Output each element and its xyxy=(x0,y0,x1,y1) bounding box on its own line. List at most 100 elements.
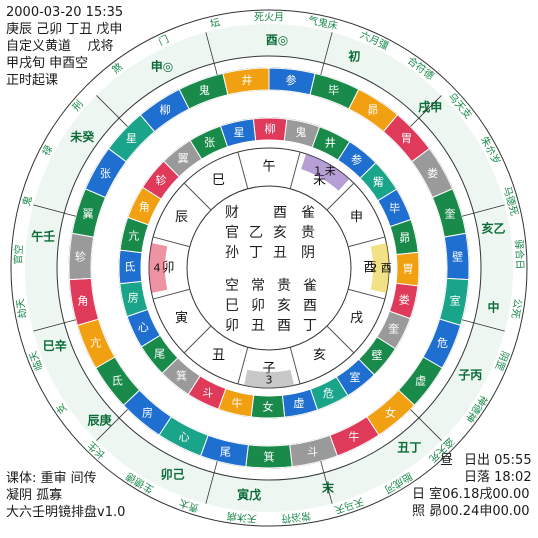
shensha: 凝阴 孤寡 xyxy=(6,488,63,503)
outer-text: 常浴符 xyxy=(281,509,312,525)
inner-segment-label: 井 xyxy=(325,136,336,150)
sike-char: 常 xyxy=(251,278,265,294)
xun: 甲戌旬 申酉空 xyxy=(6,56,89,71)
outer-segment-label: 胃 xyxy=(401,132,412,145)
inner-segment-label: 翼 xyxy=(178,152,189,165)
inner-segment-label: 张 xyxy=(204,136,215,149)
inner-segment-label: 胃 xyxy=(402,263,413,276)
sanchuan-char: 丑 xyxy=(273,245,287,261)
sanchuan-char: 雀 xyxy=(301,205,315,221)
inner-segment-label: 女 xyxy=(262,399,273,413)
footer-left: 课体: 重审 间传凝阴 孤寡大六壬明镜排盘v1.0 xyxy=(6,470,125,521)
outer-divider xyxy=(462,319,505,332)
outer-segment xyxy=(222,67,270,96)
outer-segment-label: 轸 xyxy=(75,250,86,264)
outer-divider xyxy=(33,319,76,332)
inner-branch-label: 午 xyxy=(262,160,275,175)
ring-tag: 酉◎ xyxy=(266,33,288,47)
inner-segment-label: 氐 xyxy=(125,260,136,273)
outer-segment-label: 尾 xyxy=(220,445,231,458)
inner-segment-label: 房 xyxy=(128,291,139,304)
ring-tag: 午壬 xyxy=(31,228,55,243)
sike-char: 丁 xyxy=(303,318,317,334)
sanchuan-char: 孙 xyxy=(225,245,239,261)
branch-divider xyxy=(237,151,249,189)
ring-tag: 末 xyxy=(322,480,335,495)
branch-divider xyxy=(348,236,386,248)
branch-highlight xyxy=(301,153,350,191)
outer-segment-label: 氐 xyxy=(112,374,123,387)
sanchuan-char: 官 xyxy=(225,225,239,241)
outer-segment-label: 壁 xyxy=(452,250,463,264)
inner-segment xyxy=(219,118,257,148)
inner-branch-label: 戌 xyxy=(350,311,363,326)
outer-segment-label: 井 xyxy=(242,73,253,87)
branch-highlight xyxy=(244,369,294,389)
inner-segment-label: 虚 xyxy=(293,397,304,410)
branch-divider xyxy=(326,325,355,354)
inner-segment-label: 星 xyxy=(234,126,245,139)
outer-text: 天沐病 xyxy=(226,509,257,525)
outer-segment-label: 女 xyxy=(385,405,396,419)
outer-text: 坛 xyxy=(209,16,221,30)
ring-tag: 巳辛 xyxy=(43,338,67,353)
ring-circle xyxy=(186,185,352,351)
outer-divider xyxy=(205,461,218,504)
branch-divider xyxy=(237,347,249,385)
outer-segment-label: 参 xyxy=(285,73,296,87)
branch-divider xyxy=(183,182,212,211)
inner-branch-label: 寅 xyxy=(175,310,188,326)
outer-divider xyxy=(462,204,505,217)
branch-mark: 3 xyxy=(266,374,273,387)
outer-text: 驿合日 xyxy=(512,239,527,270)
day-night: 昼 xyxy=(440,453,454,468)
outer-text: 鬼 xyxy=(20,194,35,207)
sike-char: 贵 xyxy=(277,278,291,294)
ring-tag: 丑丁 xyxy=(397,441,421,455)
sike-char: 酉 xyxy=(277,318,291,334)
outer-segment-label: 房 xyxy=(142,406,153,419)
outer-segment-label: 娄 xyxy=(427,167,438,180)
outer-segment-label: 箕 xyxy=(264,450,275,464)
outer-divider xyxy=(410,95,442,127)
mode: 自定义黄道 戊将 xyxy=(6,39,114,54)
outer-divider xyxy=(205,32,218,75)
inner-segment-label: 箕 xyxy=(176,369,187,383)
outer-segment-label: 鬼 xyxy=(199,83,210,97)
sanchuan-char: 财 xyxy=(225,205,239,221)
branch-divider xyxy=(289,151,301,189)
inner-segment-label: 昴 xyxy=(399,232,410,245)
outer-segment-label: 室 xyxy=(450,293,461,307)
outer-divider xyxy=(320,32,333,75)
branch-divider xyxy=(183,325,212,354)
outer-text: 官空 xyxy=(11,244,25,265)
outer-divider xyxy=(320,461,333,504)
outer-text: 死火月 xyxy=(254,12,284,24)
sunset: 日落 18:02 xyxy=(464,470,532,485)
branch-divider xyxy=(348,288,386,300)
branch-mark: 2 酉 xyxy=(370,262,392,275)
ring-circle xyxy=(56,55,482,481)
inner-segment-label: 柳 xyxy=(265,122,276,136)
sanchuan-char: 丁 xyxy=(249,245,263,261)
inner-segment-label: 室 xyxy=(349,370,360,384)
outer-segment-label: 角 xyxy=(77,294,88,307)
ring-tag: 辰庚 xyxy=(88,413,112,428)
sike-char: 卯 xyxy=(225,318,239,334)
outer-segment-label: 翼 xyxy=(82,207,93,220)
sike-char: 丑 xyxy=(251,318,265,334)
inner-branch-label: 丑 xyxy=(212,348,225,363)
sunrise: 日出 05:55 xyxy=(464,453,532,468)
outer-segment-label: 柳 xyxy=(160,103,171,117)
inner-branch-label: 亥 xyxy=(313,348,326,363)
branch-divider xyxy=(289,347,301,385)
ring-tag: 亥乙 xyxy=(482,220,506,235)
outer-segment-label: 虚 xyxy=(415,374,426,387)
sanchuan-char: 亥 xyxy=(273,225,287,241)
branch-divider xyxy=(326,182,355,211)
ke-type: 课体: 重审 间传 xyxy=(6,471,97,486)
ring-tag: 申◎ xyxy=(151,59,173,74)
outer-divider xyxy=(96,409,128,441)
outer-text: 门 xyxy=(156,32,171,48)
